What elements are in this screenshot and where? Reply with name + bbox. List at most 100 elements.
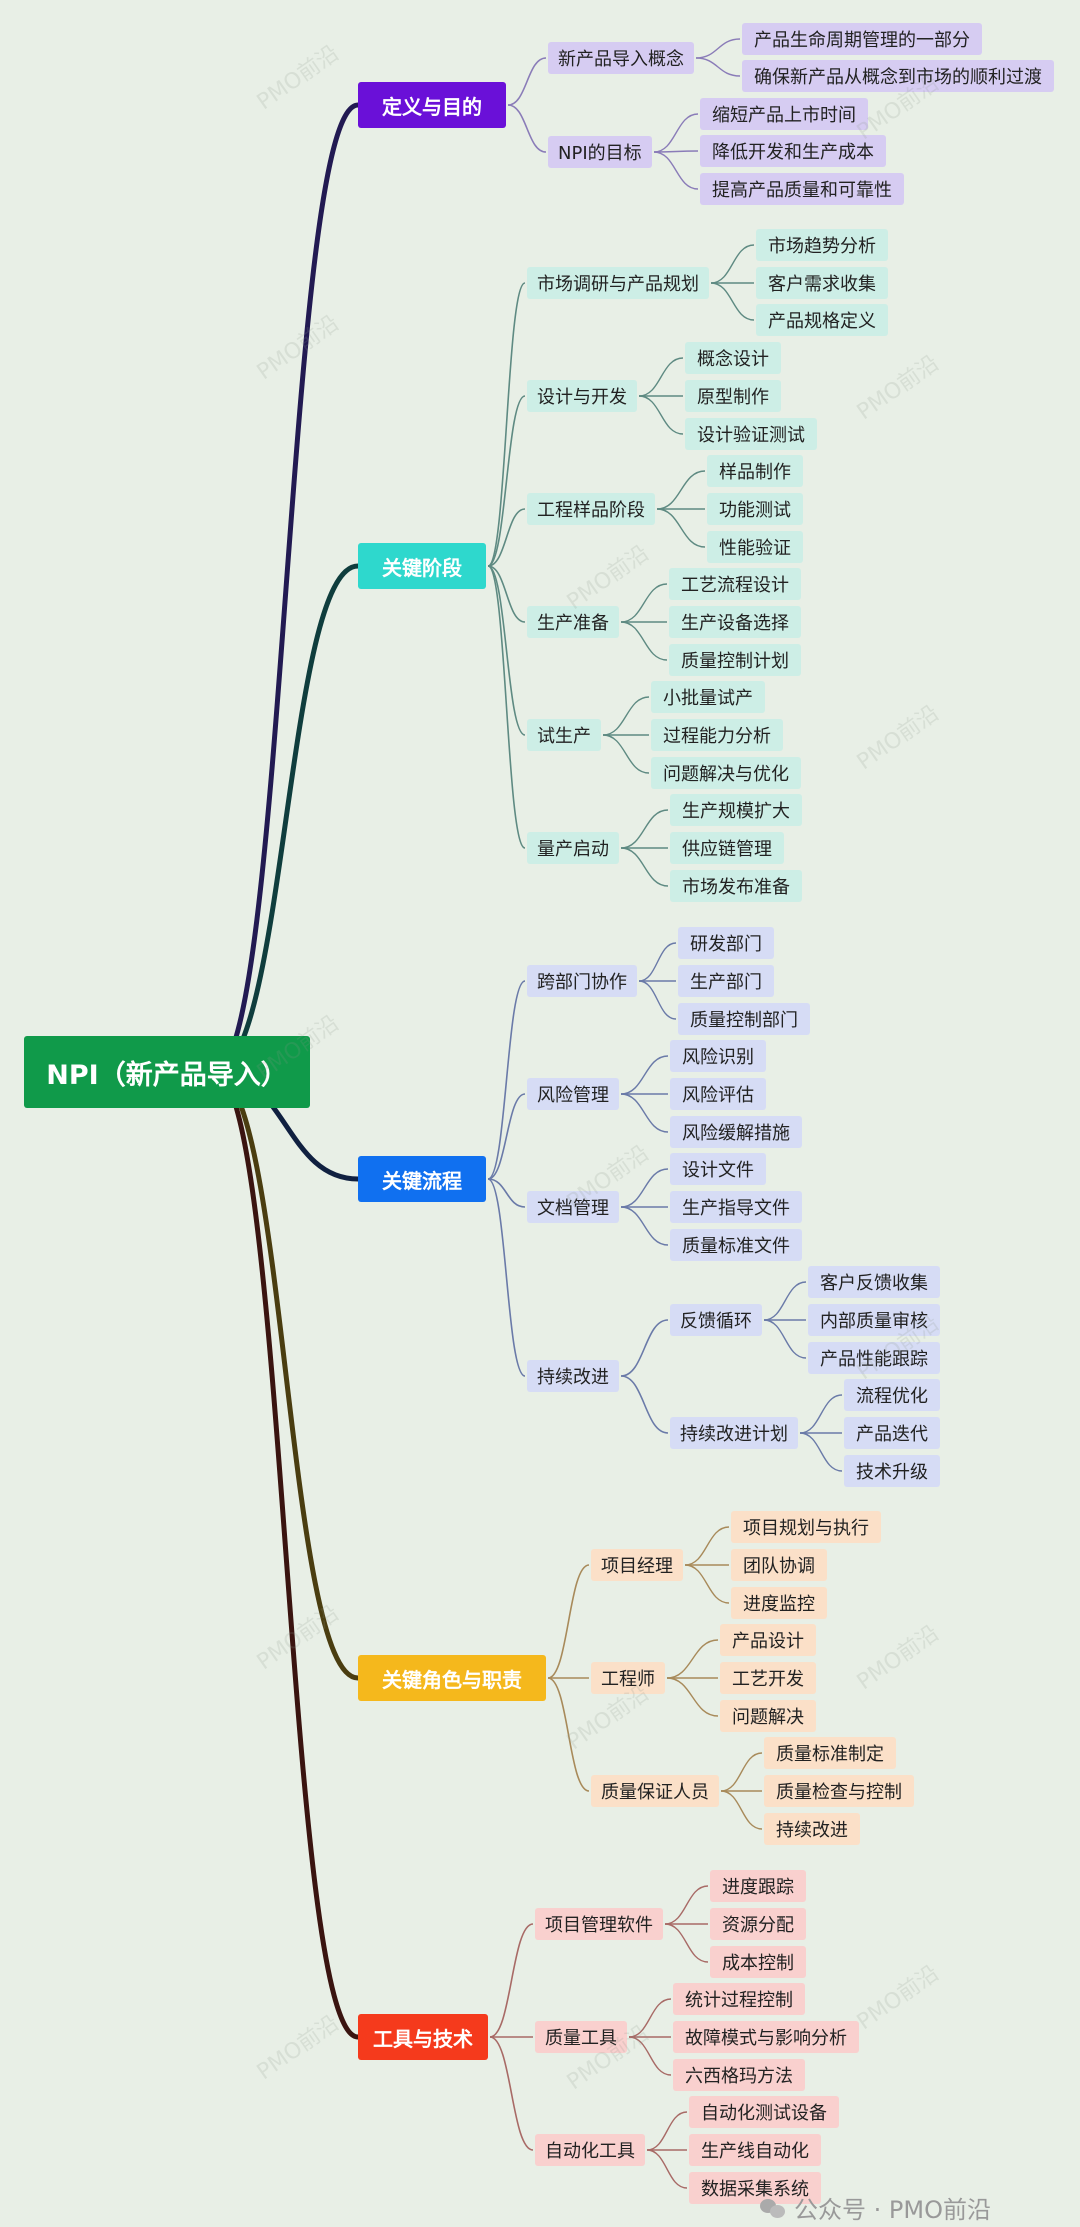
leaf-connector-1-2-2	[656, 508, 706, 548]
leaf-connector-1-3-2	[620, 621, 668, 661]
leaf-node-4-0-1: 资源分配	[710, 1908, 806, 1940]
leaf-node-1-4-0: 小批量试产	[651, 681, 765, 713]
leaf-connector-2-2-0	[620, 1168, 669, 1208]
leaf-node-1-3-1: 生产设备选择	[669, 606, 801, 638]
branch-connector-0	[213, 102, 359, 1075]
sub-node-3-1: 工程师	[591, 1662, 665, 1694]
leaf-node-1-1-2: 设计验证测试	[685, 418, 817, 450]
leaf-node-2-3-0-1: 内部质量审核	[808, 1304, 940, 1336]
branch-node-2: 关键流程	[358, 1156, 486, 1202]
sub-node-3-0: 项目经理	[591, 1549, 683, 1581]
leaf-connector-4-1-2	[628, 2036, 672, 2076]
sub-node-0-0: 新产品导入概念	[548, 42, 694, 74]
leaf-connector-4-0-2	[664, 1923, 709, 1963]
leaf-connector-1-5-2	[620, 847, 669, 887]
branch-node-3: 关键角色与职责	[358, 1655, 546, 1701]
leaf-node-3-1-0: 产品设计	[720, 1624, 816, 1656]
branch-node-1: 关键阶段	[358, 543, 486, 589]
leaf-node-4-1-1: 故障模式与影响分析	[673, 2021, 859, 2053]
leaf-connector-3-0-0	[684, 1526, 730, 1566]
leaf-node-3-1-2: 问题解决	[720, 1700, 816, 1732]
leaf-node-1-1-1: 原型制作	[685, 380, 781, 412]
sub-connector-1-5	[487, 565, 526, 849]
sub-connector-1-1	[487, 395, 526, 567]
leaf-node-2-2-0: 设计文件	[670, 1153, 766, 1185]
leaf-connector-1-4-2	[602, 734, 650, 774]
root-node: NPI（新产品导入）	[24, 1036, 310, 1108]
leaf-node-4-2-2: 数据采集系统	[689, 2172, 821, 2204]
sub-connector-0-1	[507, 104, 547, 153]
leaf-node-2-3-0-0: 客户反馈收集	[808, 1266, 940, 1298]
footer-credit: 公众号 · PMO前沿	[760, 2190, 991, 2225]
sub-connector-2-2	[487, 1178, 526, 1208]
leaf-node-1-0-0: 市场趋势分析	[756, 229, 888, 261]
leaf-connector-4-1-0	[628, 1998, 672, 2038]
leaf-node-1-2-1: 功能测试	[707, 493, 803, 525]
leaf-connector-3-2-0	[720, 1752, 763, 1792]
sub-node-2-1: 风险管理	[527, 1078, 619, 1110]
leaf-node-0-0-0: 产品生命周期管理的一部分	[742, 23, 982, 55]
leaf-node-3-0-2: 进度监控	[731, 1587, 827, 1619]
leaf-connector-2-3-0-0	[763, 1281, 807, 1321]
branch-connector-4	[213, 1069, 359, 2040]
leaf-connector-1-0-0	[710, 244, 755, 284]
leaf-node-3-2-1: 质量检查与控制	[764, 1775, 914, 1807]
leaf-connector-1-2-0	[656, 470, 706, 510]
leaf-node-2-2-1: 生产指导文件	[670, 1191, 802, 1223]
leaf-node-0-1-0: 缩短产品上市时间	[700, 98, 868, 130]
leaf-connector-2-3-1-2	[799, 1432, 843, 1472]
leaf-node-2-0-0: 研发部门	[678, 927, 774, 959]
leaf-node-0-0-1: 确保新产品从概念到市场的顺利过渡	[742, 60, 1054, 92]
leaf-node-1-2-0: 样品制作	[707, 455, 803, 487]
sub-connector-2-0	[487, 980, 526, 1180]
leaf-node-3-0-1: 团队协调	[731, 1549, 827, 1581]
leaf-connector-4-2-0	[646, 2111, 688, 2151]
sub-node-1-4: 试生产	[527, 719, 601, 751]
sub-node-2-3-0: 反馈循环	[670, 1304, 762, 1336]
leaf-node-1-5-0: 生产规模扩大	[670, 794, 802, 826]
sub-connector-1-0	[487, 282, 526, 567]
leaf-connector-2-3-1-0	[799, 1394, 843, 1434]
sub-node-2-3: 持续改进	[527, 1360, 619, 1392]
leaf-connector-1-4-0	[602, 696, 650, 736]
sub-connector-4-0	[489, 1923, 534, 2038]
leaf-node-0-1-2: 提高产品质量和可靠性	[700, 173, 904, 205]
leaf-connector-1-5-0	[620, 809, 669, 849]
sub-connector-2-3-1	[620, 1375, 669, 1434]
leaf-connector-4-2-2	[646, 2149, 688, 2189]
leaf-node-2-3-0-2: 产品性能跟踪	[808, 1342, 940, 1374]
branch-node-0: 定义与目的	[358, 82, 506, 128]
sub-node-1-3: 生产准备	[527, 606, 619, 638]
leaf-node-1-3-2: 质量控制计划	[669, 644, 801, 676]
leaf-node-4-0-2: 成本控制	[710, 1946, 806, 1978]
leaf-connector-0-1-0	[653, 113, 699, 153]
leaf-node-3-1-1: 工艺开发	[720, 1662, 816, 1694]
leaf-node-3-2-0: 质量标准制定	[764, 1737, 896, 1769]
sub-node-1-5: 量产启动	[527, 832, 619, 864]
leaf-node-2-0-2: 质量控制部门	[678, 1003, 810, 1035]
leaf-node-3-0-0: 项目规划与执行	[731, 1511, 881, 1543]
leaf-node-1-5-2: 市场发布准备	[670, 870, 802, 902]
sub-connector-2-1	[487, 1093, 526, 1180]
leaf-node-4-1-0: 统计过程控制	[673, 1983, 805, 2015]
leaf-node-4-2-0: 自动化测试设备	[689, 2096, 839, 2128]
leaf-connector-1-1-2	[638, 395, 684, 435]
leaf-node-1-5-1: 供应链管理	[670, 832, 784, 864]
sub-node-2-2: 文档管理	[527, 1191, 619, 1223]
leaf-connector-0-1-2	[653, 151, 699, 190]
leaf-connector-1-0-2	[710, 282, 755, 321]
sub-node-4-1: 质量工具	[535, 2021, 627, 2053]
leaf-node-2-3-1-1: 产品迭代	[844, 1417, 940, 1449]
sub-connector-1-2	[487, 508, 526, 567]
leaf-connector-3-2-2	[720, 1790, 763, 1830]
leaf-connector-2-0-2	[638, 980, 677, 1020]
leaf-connector-0-0-1	[695, 57, 741, 77]
leaf-connector-2-2-2	[620, 1206, 669, 1246]
leaf-node-2-1-1: 风险评估	[670, 1078, 766, 1110]
leaf-node-1-0-1: 客户需求收集	[756, 267, 888, 299]
wechat-icon	[760, 2197, 786, 2219]
leaf-node-4-0-0: 进度跟踪	[710, 1870, 806, 1902]
branch-node-4: 工具与技术	[358, 2014, 488, 2060]
leaf-node-1-1-0: 概念设计	[685, 342, 781, 374]
